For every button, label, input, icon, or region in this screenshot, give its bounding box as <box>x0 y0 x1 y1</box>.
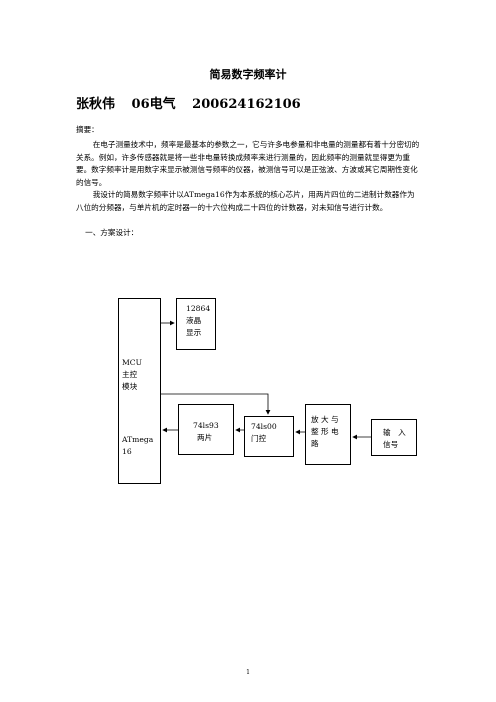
amp-label-1: 放 大 与 <box>311 415 339 424</box>
abstract-paragraph-1: 在电子测量技术中，频率是最基本的参数之一，它与许多电参量和非电量的测量都有着十分… <box>76 140 420 187</box>
mcu-block: MCU 主控 模块 ATmega 16 <box>118 298 161 484</box>
section-heading-scheme: 一、方案设计： <box>85 228 139 237</box>
lcd-label-1: 12864 <box>186 304 211 313</box>
mcu-label-5: 16 <box>122 447 132 456</box>
gate-control-block: 74ls00 门控 <box>244 416 294 457</box>
page-title: 简易数字频率计 <box>209 68 287 81</box>
mcu-label-4: ATmega <box>122 435 154 444</box>
author-line: 张秋伟 06电气 200624162106 <box>76 93 313 112</box>
input-signal-block: 输 入 信号 <box>371 419 417 456</box>
lcd-label-2: 液晶 <box>186 316 202 325</box>
author-name: 张秋伟 <box>76 97 116 112</box>
amplifier-shaping-block: 放 大 与 整 形 电 路 <box>305 404 351 465</box>
amp-label-2: 整 形 电 <box>311 427 339 436</box>
input-label-1: 输 入 <box>383 428 406 437</box>
mcu-label-2: 主控 <box>122 370 138 379</box>
author-id: 200624162106 <box>192 97 301 112</box>
mcu-label-1: MCU <box>122 358 142 367</box>
author-class: 06电气 <box>131 97 176 112</box>
input-label-2: 信号 <box>383 440 399 449</box>
lcd-display-block: 12864 液晶 显示 <box>176 298 216 350</box>
lcd-label-3: 显示 <box>186 328 202 337</box>
counter-block: 74ls93 两片 <box>178 404 234 455</box>
counter-label-2: 两片 <box>197 433 213 442</box>
gate-label-1: 74ls00 <box>251 422 277 431</box>
gate-label-2: 门控 <box>251 434 267 443</box>
abstract-paragraph-2: 我设计的简易数字频率计以ATmega16作为本系统的核心芯片，用两片四位的二进制… <box>76 190 415 212</box>
mcu-label-3: 模块 <box>122 382 138 391</box>
abstract-label: 摘要： <box>76 125 99 134</box>
page-number: 1 <box>246 669 250 676</box>
counter-label-1: 74ls93 <box>193 421 219 430</box>
amp-label-3: 路 <box>311 439 319 448</box>
